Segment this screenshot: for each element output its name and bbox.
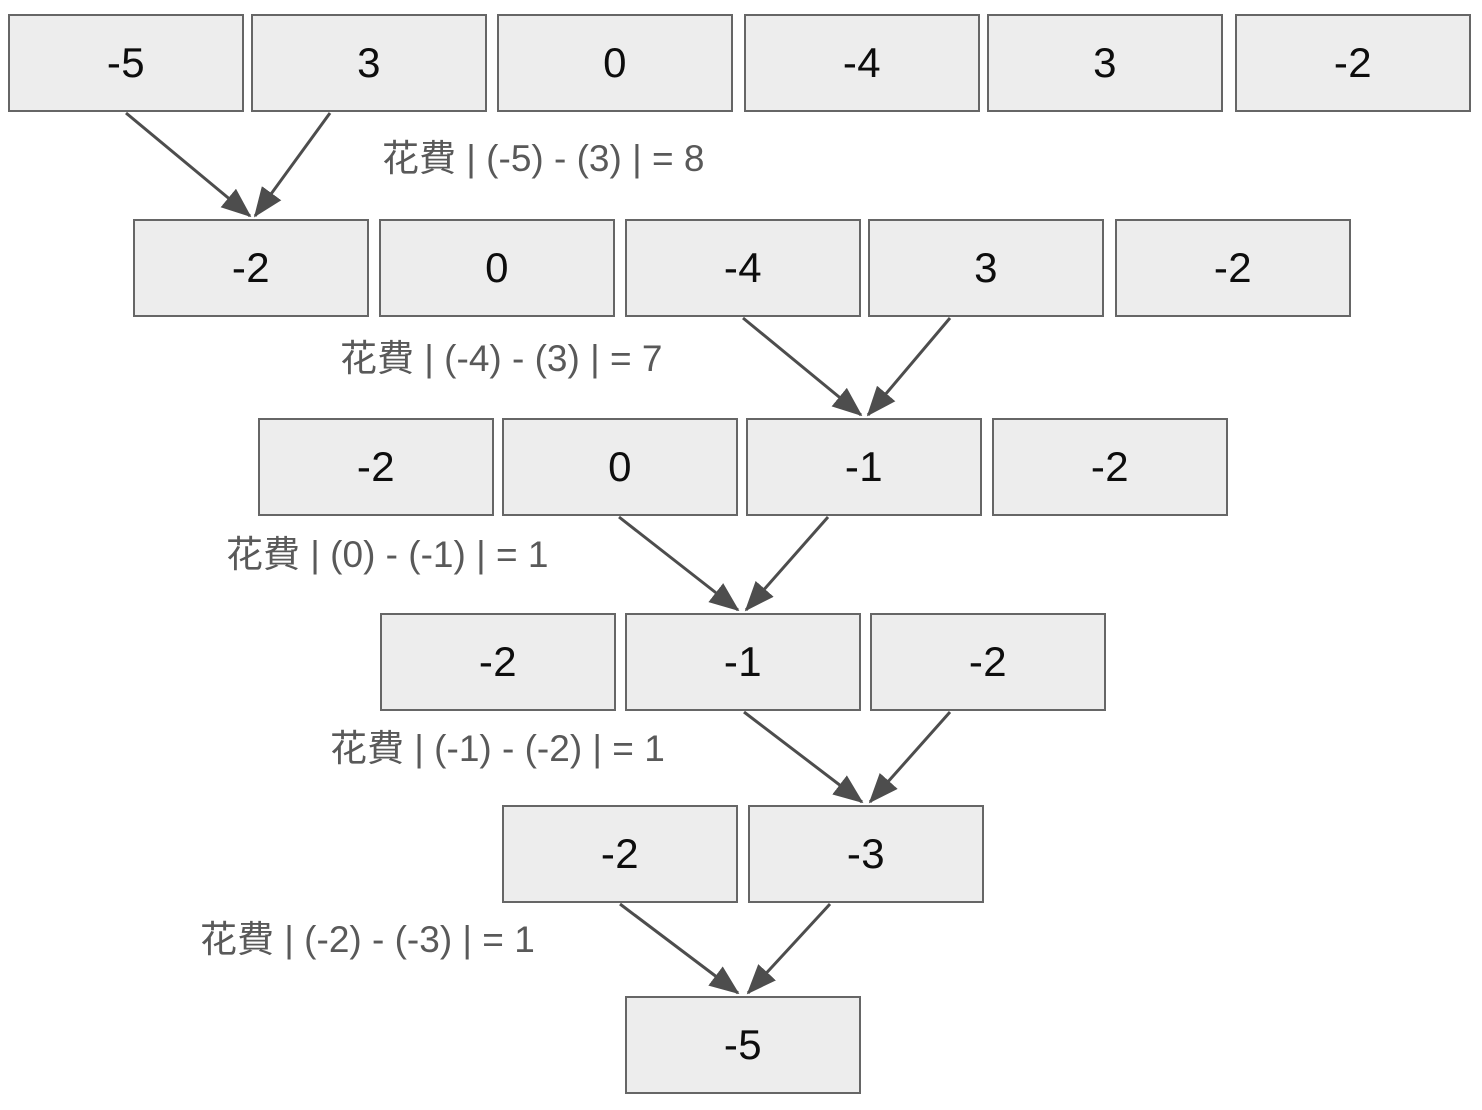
stone-box-r3c1: -1: [625, 613, 861, 711]
arrow-r2c2-to-r3c1: [744, 516, 830, 612]
stone-box-r0c1: 3: [251, 14, 487, 112]
stone-box-r1c3: 3: [868, 219, 1104, 317]
stone-box-r2c1: 0: [502, 418, 738, 516]
arrow-r1c2-to-r2c2: [742, 316, 863, 417]
arrow-r3c1-to-r4c1: [743, 710, 864, 804]
arrow-r1c3-to-r2c2: [866, 317, 952, 417]
stone-box-r1c1: 0: [379, 219, 615, 317]
arrow-r0c0-to-r1c0: [125, 111, 252, 218]
stone-box-r0c2: 0: [497, 14, 733, 112]
stone-box-r1c2: -4: [625, 219, 861, 317]
cost-label-2: 花費 | (-4) - (3) | = 7: [340, 338, 663, 379]
stone-box-r0c5: -2: [1235, 14, 1471, 112]
stone-box-r1c0: -2: [133, 219, 369, 317]
stone-box-r4c1: -3: [748, 805, 984, 903]
stone-box-r2c2: -1: [746, 418, 982, 516]
cost-label-3: 花費 | (0) - (-1) | = 1: [226, 534, 549, 575]
stone-box-r4c0: -2: [502, 805, 738, 903]
arrow-r4c1-to-r5c0: [746, 902, 832, 995]
cost-label-5: 花費 | (-2) - (-3) | = 1: [200, 919, 535, 960]
cost-label-1: 花費 | (-5) - (3) | = 8: [382, 138, 705, 179]
stone-box-r2c3: -2: [992, 418, 1228, 516]
stone-box-r3c0: -2: [380, 613, 616, 711]
stone-box-r3c2: -2: [870, 613, 1106, 711]
stone-box-r0c0: -5: [8, 14, 244, 112]
cost-label-4: 花費 | (-1) - (-2) | = 1: [330, 728, 665, 769]
arrow-r0c1-to-r1c0: [253, 112, 332, 218]
stone-box-r2c0: -2: [258, 418, 494, 516]
stone-box-r1c4: -2: [1115, 219, 1351, 317]
arrow-r3c2-to-r4c1: [868, 711, 952, 804]
stone-box-r0c4: 3: [987, 14, 1223, 112]
arrow-r4c0-to-r5c0: [619, 902, 740, 995]
stone-box-r0c3: -4: [744, 14, 980, 112]
arrow-r2c1-to-r3c1: [618, 515, 740, 612]
stone-box-r5c0: -5: [625, 996, 861, 1094]
